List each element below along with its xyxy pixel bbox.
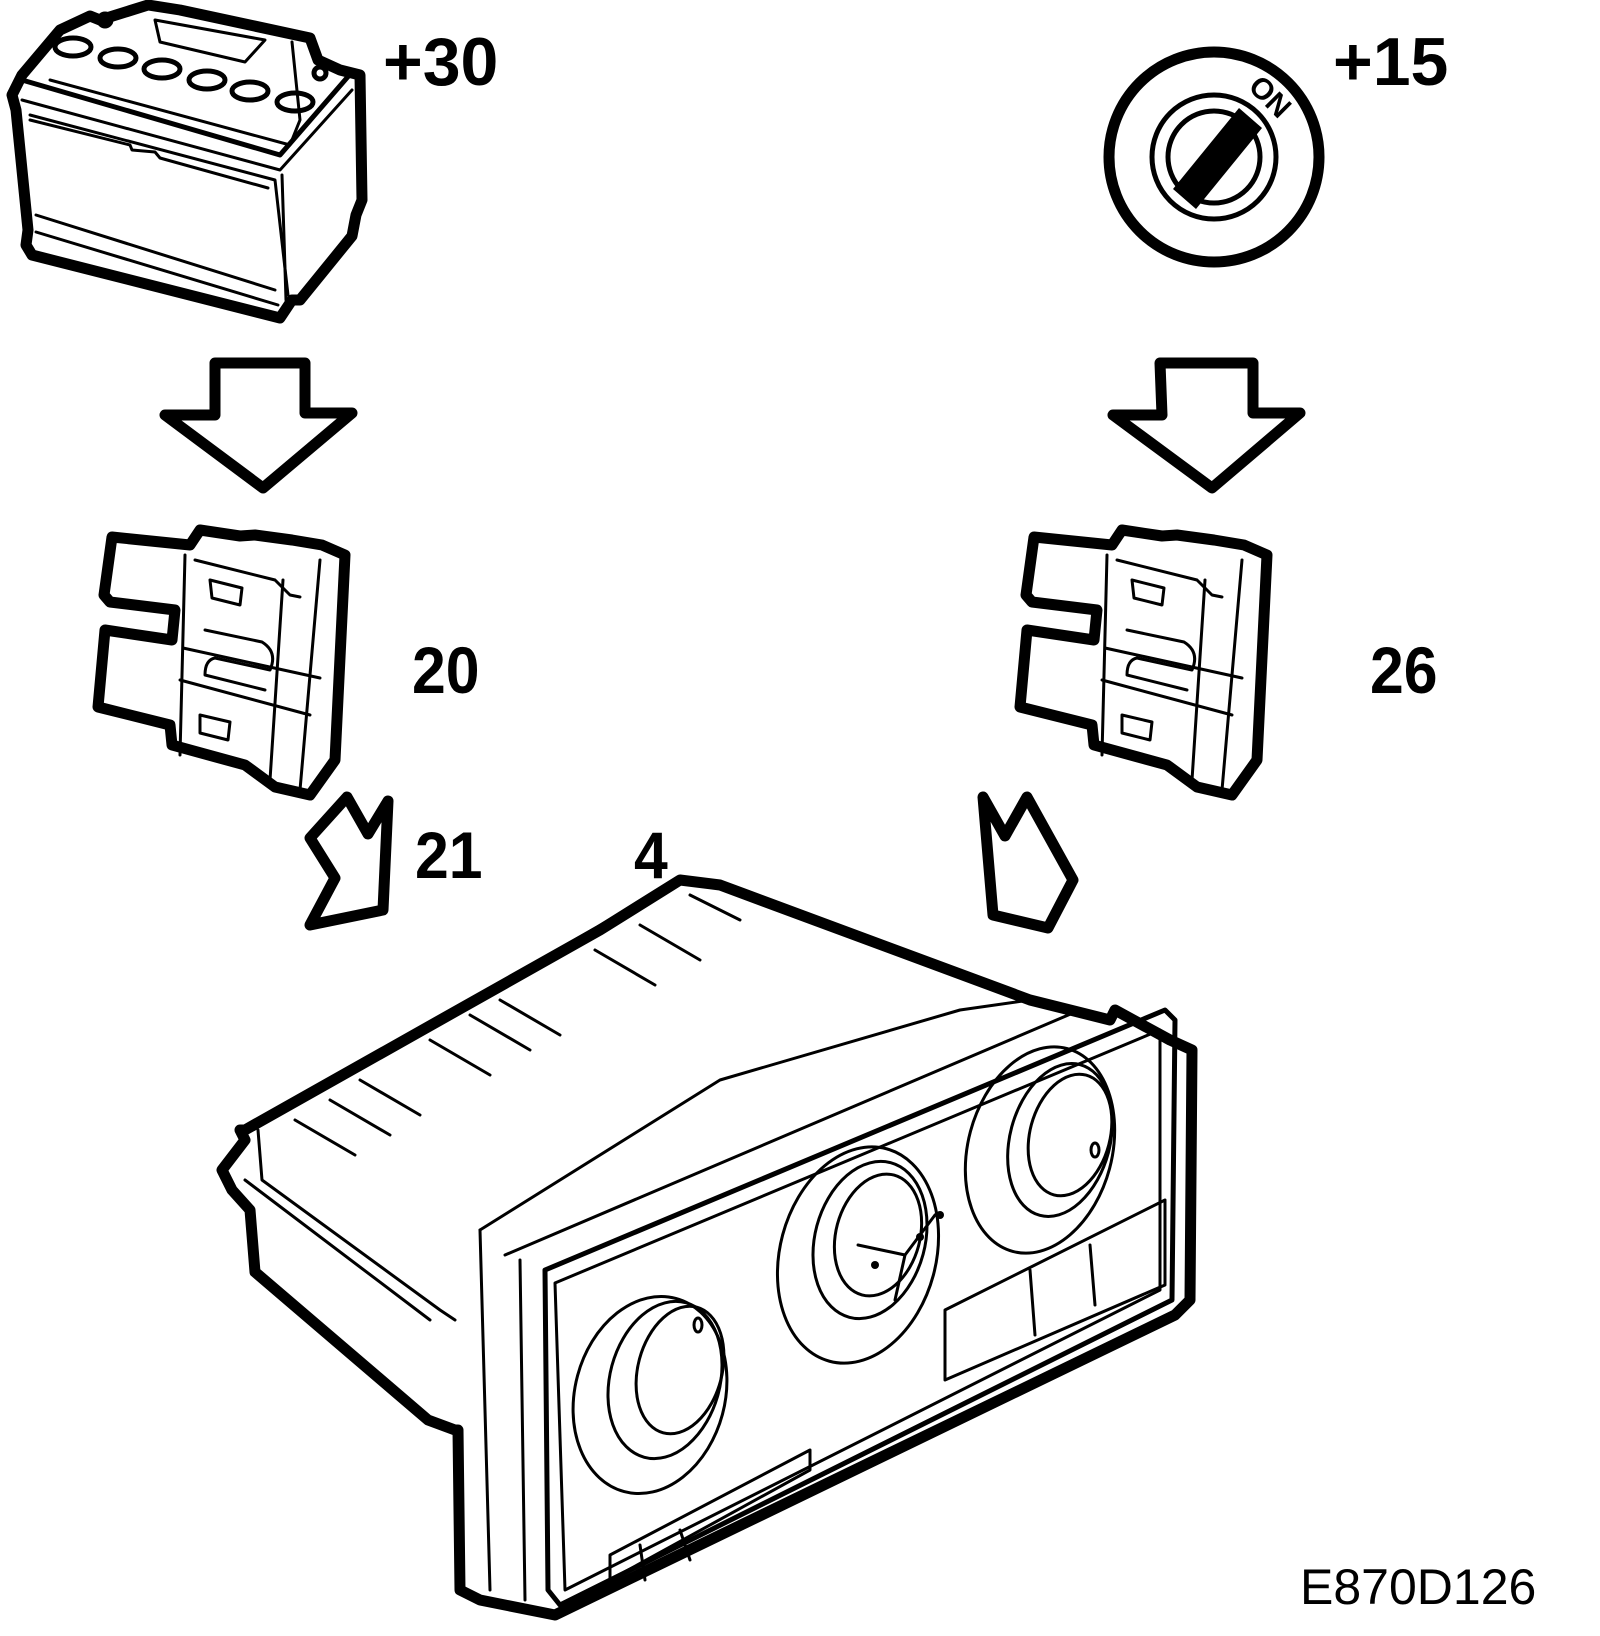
button-strip-right <box>943 1198 1167 1382</box>
climate-control-unit-icon <box>216 874 1198 1621</box>
battery-terminal-label: +30 <box>383 24 499 100</box>
ignition-switch-icon: ON <box>1103 46 1325 268</box>
reference-code: E870D126 <box>1300 1559 1537 1615</box>
arrow-diagonal-right-icon <box>977 791 1079 934</box>
fuse-20-icon <box>92 524 351 801</box>
arrow-diagonal-left-icon <box>304 791 394 931</box>
button-strip-left <box>608 1448 812 1582</box>
fuse-26-label: 26 <box>1370 633 1438 707</box>
knob-center <box>775 1145 944 1365</box>
connection-21-label: 21 <box>415 818 483 892</box>
fuse-26-icon <box>1014 524 1273 801</box>
battery-icon <box>6 0 368 324</box>
ignition-terminal-label: +15 <box>1333 24 1449 100</box>
connection-4-label: 4 <box>634 818 668 892</box>
knob-right <box>963 1045 1117 1255</box>
battery-cell-caps <box>52 35 316 114</box>
fuse-20-label: 20 <box>412 633 480 707</box>
knob-left <box>571 1294 729 1496</box>
arrow-down-right-icon <box>1107 357 1306 494</box>
arrow-down-left-icon <box>159 357 358 494</box>
